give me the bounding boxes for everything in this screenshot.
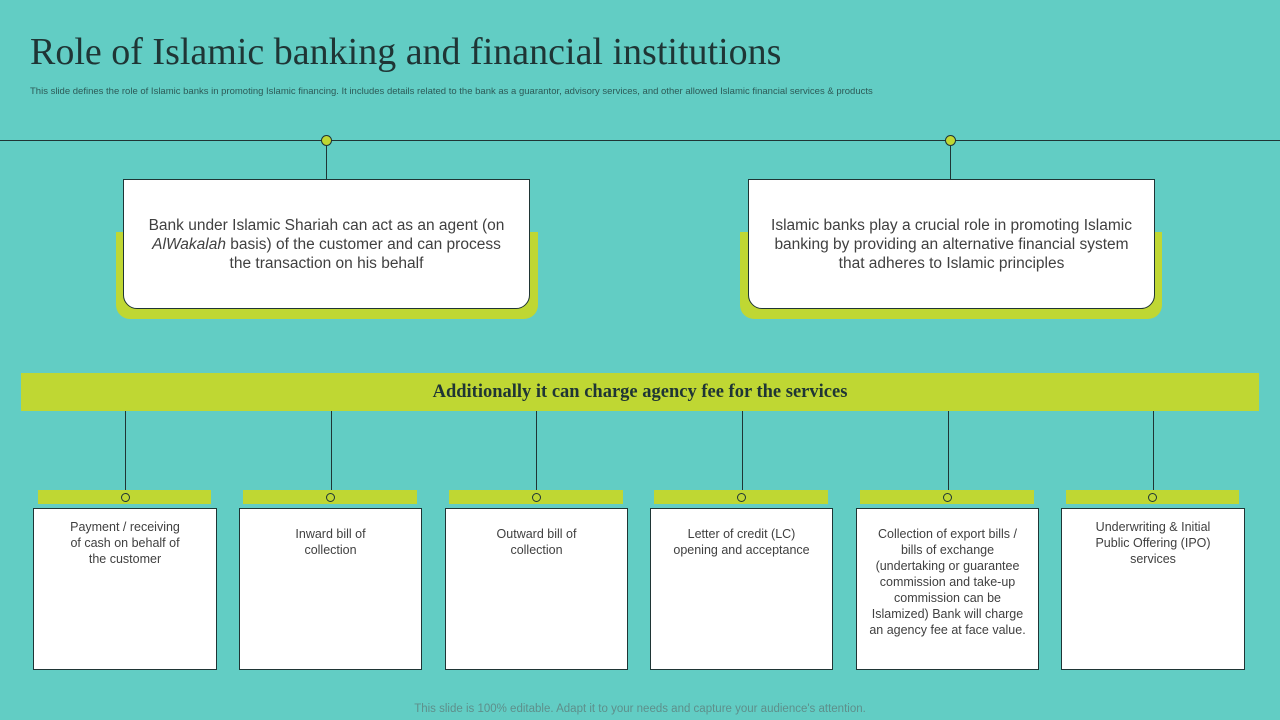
card-left-text-part1: Bank under Islamic Shariah can act as an…: [148, 216, 505, 234]
service-connector-line: [948, 411, 949, 492]
card-left-text-italic: AlWakalah: [152, 235, 226, 253]
connector-dot-left: [321, 135, 332, 146]
card-right: Islamic banks play a crucial role in pro…: [748, 179, 1155, 309]
service-box-payment: Payment / receiving of cash on behalf of…: [33, 508, 217, 670]
connector-line-left: [326, 146, 327, 180]
service-connector-line: [331, 411, 332, 492]
connector-line-right: [950, 146, 951, 180]
slide-title: Role of Islamic banking and financial in…: [30, 31, 782, 73]
service-dot: [326, 493, 335, 502]
service-dot: [121, 493, 130, 502]
service-dot: [737, 493, 746, 502]
service-text: Letter of credit (LC) opening and accept…: [673, 527, 810, 557]
timeline-line: [0, 140, 1280, 141]
service-text: Collection of export bills / bills of ex…: [869, 527, 1026, 637]
service-text: Outward bill of collection: [496, 527, 577, 557]
service-box-inward-bill: Inward bill of collection: [239, 508, 422, 670]
service-text: Underwriting & Initial Public Offering (…: [1095, 520, 1211, 566]
slide-footer: This slide is 100% editable. Adapt it to…: [414, 703, 866, 715]
service-box-underwriting: Underwriting & Initial Public Offering (…: [1061, 508, 1245, 670]
slide-subtitle: This slide defines the role of Islamic b…: [30, 86, 873, 97]
service-box-letter-of-credit: Letter of credit (LC) opening and accept…: [650, 508, 833, 670]
connector-dot-right: [945, 135, 956, 146]
card-left-text: Bank under Islamic Shariah can act as an…: [142, 216, 511, 273]
service-connector-line: [742, 411, 743, 492]
service-box-export-bills: Collection of export bills / bills of ex…: [856, 508, 1039, 670]
service-connector-line: [125, 411, 126, 492]
service-dot: [943, 493, 952, 502]
service-connector-line: [1153, 411, 1154, 492]
card-right-text: Islamic banks play a crucial role in pro…: [771, 216, 1132, 272]
card-left-text-part2: basis) of the customer and can process t…: [225, 235, 501, 272]
service-box-outward-bill: Outward bill of collection: [445, 508, 628, 670]
service-text: Inward bill of collection: [295, 527, 366, 557]
service-connector-line: [536, 411, 537, 492]
agency-fee-banner: Additionally it can charge agency fee fo…: [21, 373, 1259, 411]
service-dot: [1148, 493, 1157, 502]
service-dot: [532, 493, 541, 502]
card-left: Bank under Islamic Shariah can act as an…: [123, 179, 530, 309]
service-text: Payment / receiving of cash on behalf of…: [70, 520, 180, 566]
